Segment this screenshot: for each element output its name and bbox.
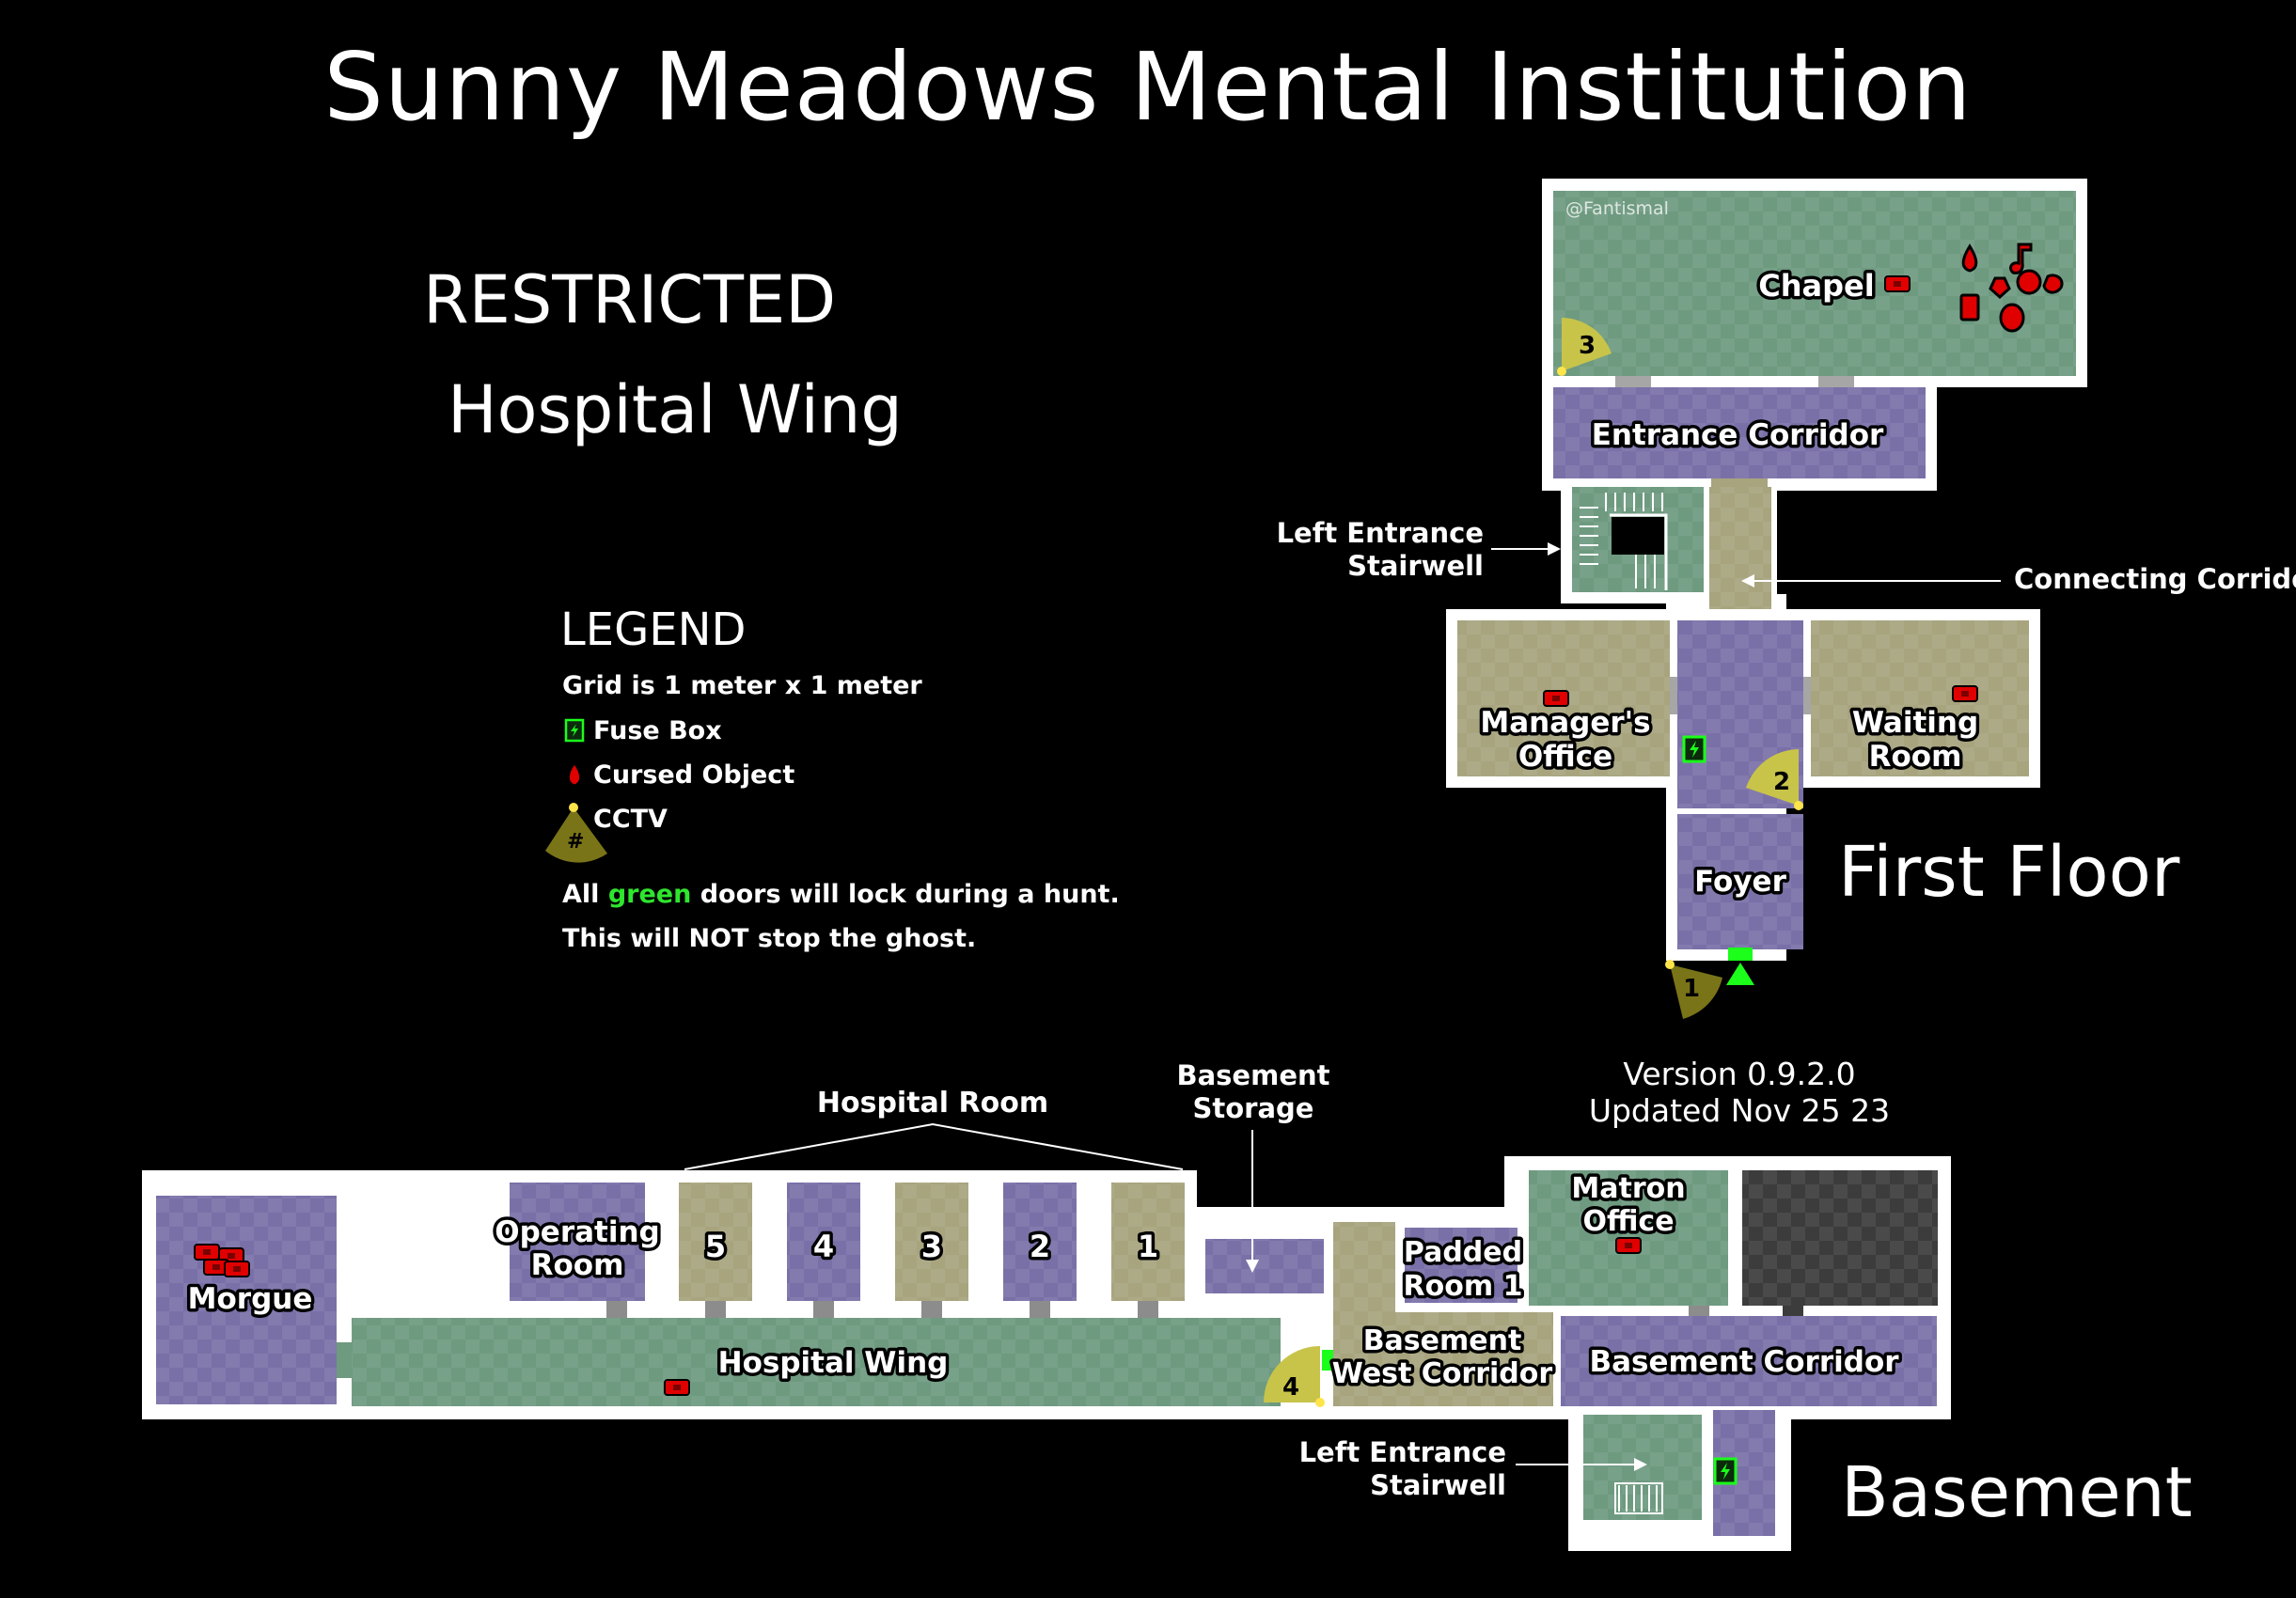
version-label: Version 0.9.2.0 xyxy=(1623,1056,1856,1092)
cctv-camera-4: 4 xyxy=(1264,1346,1325,1407)
camera-number: 3 xyxy=(1579,332,1596,360)
camera-number: 2 xyxy=(1773,768,1790,796)
morgue-label: Morgue xyxy=(188,1282,313,1316)
first-floor-plan: 3 2 1 Chapel Entrance Corridor Manager's… xyxy=(1446,179,2087,1019)
basement-stairwell-callout-1: Left Entrance xyxy=(1299,1436,1506,1468)
legend-note-2: This will NOT stop the ghost. xyxy=(562,924,976,953)
matron-office-label-1: Matron xyxy=(1571,1172,1685,1205)
foyer-label: Foyer xyxy=(1694,865,1786,899)
legend-note-1: All green doors will lock during a hunt. xyxy=(562,880,1120,909)
restricted-label: RESTRICTED xyxy=(423,261,837,338)
cursed-object-icon xyxy=(224,1261,250,1277)
waiting-room-label-2: Room xyxy=(1869,740,1962,774)
entrance-arrow-icon xyxy=(1726,963,1754,985)
managers-office-label-2: Office xyxy=(1518,740,1612,774)
hospital-wing-label: Hospital Wing xyxy=(718,1346,949,1380)
chapel-label: Chapel xyxy=(1758,268,1874,304)
legend-cursed-icon xyxy=(568,763,581,786)
hospital-room-5-label: 5 xyxy=(705,1229,726,1264)
credit-label: @Fantismal xyxy=(1565,198,1669,219)
padded-room-label-2: Room 1 xyxy=(1404,1270,1523,1303)
cctv-camera-3: 3 xyxy=(1557,318,1612,376)
cursed-object-icon xyxy=(194,1244,220,1261)
managers-office-label-1: Manager's xyxy=(1480,706,1650,740)
basement-label: Basement xyxy=(1841,1452,2193,1533)
first-floor-label: First Floor xyxy=(1838,832,2180,913)
padded-room-label-1: Padded xyxy=(1404,1236,1522,1269)
legend-cctv-symbol: # xyxy=(567,830,584,854)
first-stairwell-callout-2: Stairwell xyxy=(1347,550,1484,582)
camera-number: 4 xyxy=(1282,1373,1299,1402)
wing-label: Hospital Wing xyxy=(448,371,903,448)
fuse-box-icon xyxy=(1713,1457,1738,1485)
legend-cursed-object: Cursed Object xyxy=(593,760,794,790)
basement-storage-callout-1: Basement xyxy=(1177,1059,1330,1091)
connecting-corridor-callout: Connecting Corridor xyxy=(2014,563,2296,595)
legend-grid: Grid is 1 meter x 1 meter xyxy=(562,671,922,700)
camera-number: 1 xyxy=(1683,975,1700,1003)
legend-note-prefix: All xyxy=(562,880,608,909)
legend: LEGEND Grid is 1 meter x 1 meter Fuse Bo… xyxy=(545,603,1120,953)
legend-cctv-icon: # xyxy=(545,803,607,863)
front-door xyxy=(1728,948,1753,961)
cctv-camera-2: 2 xyxy=(1746,749,1803,810)
hospital-room-callout: Hospital Room xyxy=(817,1087,1048,1120)
hospital-wing-door xyxy=(1322,1350,1333,1371)
legend-note-green: green xyxy=(608,880,692,909)
hospital-room-1-label: 1 xyxy=(1138,1229,1158,1264)
operating-room-label-1: Operating xyxy=(495,1215,659,1249)
basement-west-corridor-label-2: West Corridor xyxy=(1332,1357,1553,1390)
basement-corridor-label: Basement Corridor xyxy=(1589,1345,1899,1379)
legend-cctv: CCTV xyxy=(593,805,668,834)
map-title: Sunny Meadows Mental Institution xyxy=(323,32,1973,142)
operating-room-label-2: Room xyxy=(531,1248,624,1282)
legend-fuse-icon xyxy=(564,718,585,743)
basement-west-corridor-label-1: Basement xyxy=(1363,1324,1522,1357)
basement-stairwell-callout-2: Stairwell xyxy=(1370,1469,1506,1501)
fuse-box-icon xyxy=(1682,735,1706,763)
cursed-object-icon xyxy=(1543,690,1569,707)
cctv-camera-1: 1 xyxy=(1665,960,1722,1019)
updated-label: Updated Nov 25 23 xyxy=(1588,1092,1891,1129)
waiting-room-label-1: Waiting xyxy=(1852,706,1978,740)
cursed-object-icon xyxy=(1884,275,1911,292)
hospital-room-2-label: 2 xyxy=(1030,1229,1050,1264)
legend-fuse-box: Fuse Box xyxy=(593,716,722,745)
legend-heading: LEGEND xyxy=(560,603,746,656)
entrance-corridor-label: Entrance Corridor xyxy=(1592,418,1884,452)
cursed-object-icon xyxy=(1615,1237,1642,1254)
cursed-object-icon xyxy=(1952,685,1978,702)
matron-office-label-2: Office xyxy=(1582,1205,1674,1238)
legend-note-suffix: doors will lock during a hunt. xyxy=(691,880,1119,909)
first-stairwell-callout-1: Left Entrance xyxy=(1277,517,1484,549)
basement-storage-callout-2: Storage xyxy=(1193,1092,1314,1124)
cursed-objects-cluster xyxy=(1959,243,2064,333)
cursed-object-icon xyxy=(664,1379,690,1396)
basement-plan: 4 Morgue Operating Room 5 4 3 2 1 Hospit… xyxy=(142,1156,1951,1551)
hospital-room-4-label: 4 xyxy=(813,1229,834,1264)
hospital-room-3-label: 3 xyxy=(921,1229,942,1264)
